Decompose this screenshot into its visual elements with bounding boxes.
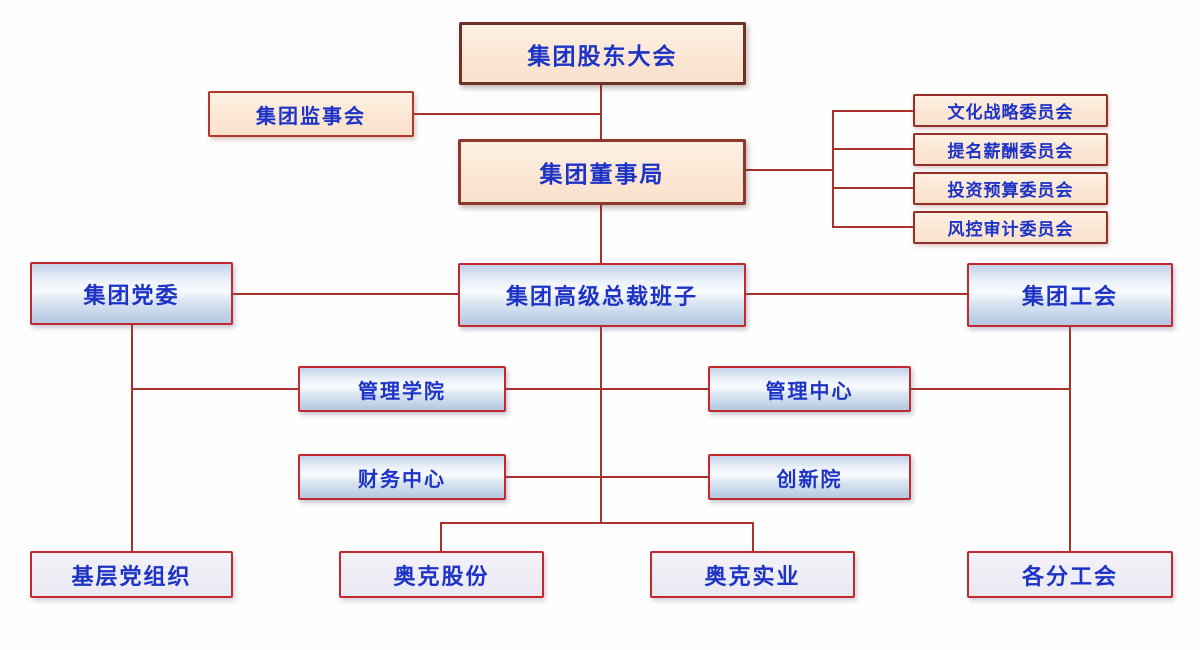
connector-presidents-trunk <box>600 326 602 524</box>
connector-committee-1 <box>832 110 913 112</box>
node-group-board-of-directors: 集团董事局 <box>458 139 746 205</box>
node-aoke-industry: 奥克实业 <box>650 551 855 598</box>
node-group-labor-union: 集团工会 <box>967 263 1173 327</box>
node-culture-strategy-committee: 文化战略委员会 <box>913 94 1108 127</box>
connector-committee-2 <box>832 148 913 150</box>
node-innovation-institute: 创新院 <box>708 454 911 500</box>
node-aoke-shares: 奥克股份 <box>339 551 544 598</box>
node-group-shareholders-meeting: 集团股东大会 <box>459 22 746 85</box>
connector-drop-aoke-shares <box>440 522 442 552</box>
connector-presidents-union <box>745 293 968 295</box>
connector-drop-aoke-industry <box>752 522 754 552</box>
connector-supervisory-trunk <box>413 113 601 115</box>
connector-subsidiaries-bar <box>440 522 754 524</box>
node-finance-center: 财务中心 <box>298 454 506 500</box>
connector-committee-trunk <box>832 110 834 228</box>
connector-committee-4 <box>832 226 913 228</box>
connector-board-presidents <box>600 204 602 264</box>
connector-party-mgmt-school <box>131 388 299 390</box>
connector-finance-innovation <box>505 476 709 478</box>
node-grassroots-party-organizations: 基层党组织 <box>30 551 233 598</box>
node-nomination-remuneration-committee: 提名薪酬委员会 <box>913 133 1108 166</box>
connector-committee-3 <box>832 187 913 189</box>
node-management-center: 管理中心 <box>708 366 911 412</box>
node-risk-audit-committee: 风控审计委员会 <box>913 211 1108 244</box>
connector-board-committees <box>745 169 833 171</box>
node-group-supervisory-board: 集团监事会 <box>208 91 414 137</box>
node-branch-labor-unions: 各分工会 <box>967 551 1173 598</box>
node-group-party-committee: 集团党委 <box>30 262 233 325</box>
connector-mgmt-school-center <box>505 388 709 390</box>
connector-party-grassroots <box>131 324 133 552</box>
connector-party-presidents <box>232 293 459 295</box>
connector-mgmt-center-union <box>910 388 1070 390</box>
connector-union-branches <box>1069 326 1071 552</box>
node-management-school: 管理学院 <box>298 366 506 412</box>
node-investment-budget-committee: 投资预算委员会 <box>913 172 1108 205</box>
node-senior-president-team: 集团高级总裁班子 <box>458 263 746 327</box>
connector-shareholders-board <box>600 85 602 140</box>
